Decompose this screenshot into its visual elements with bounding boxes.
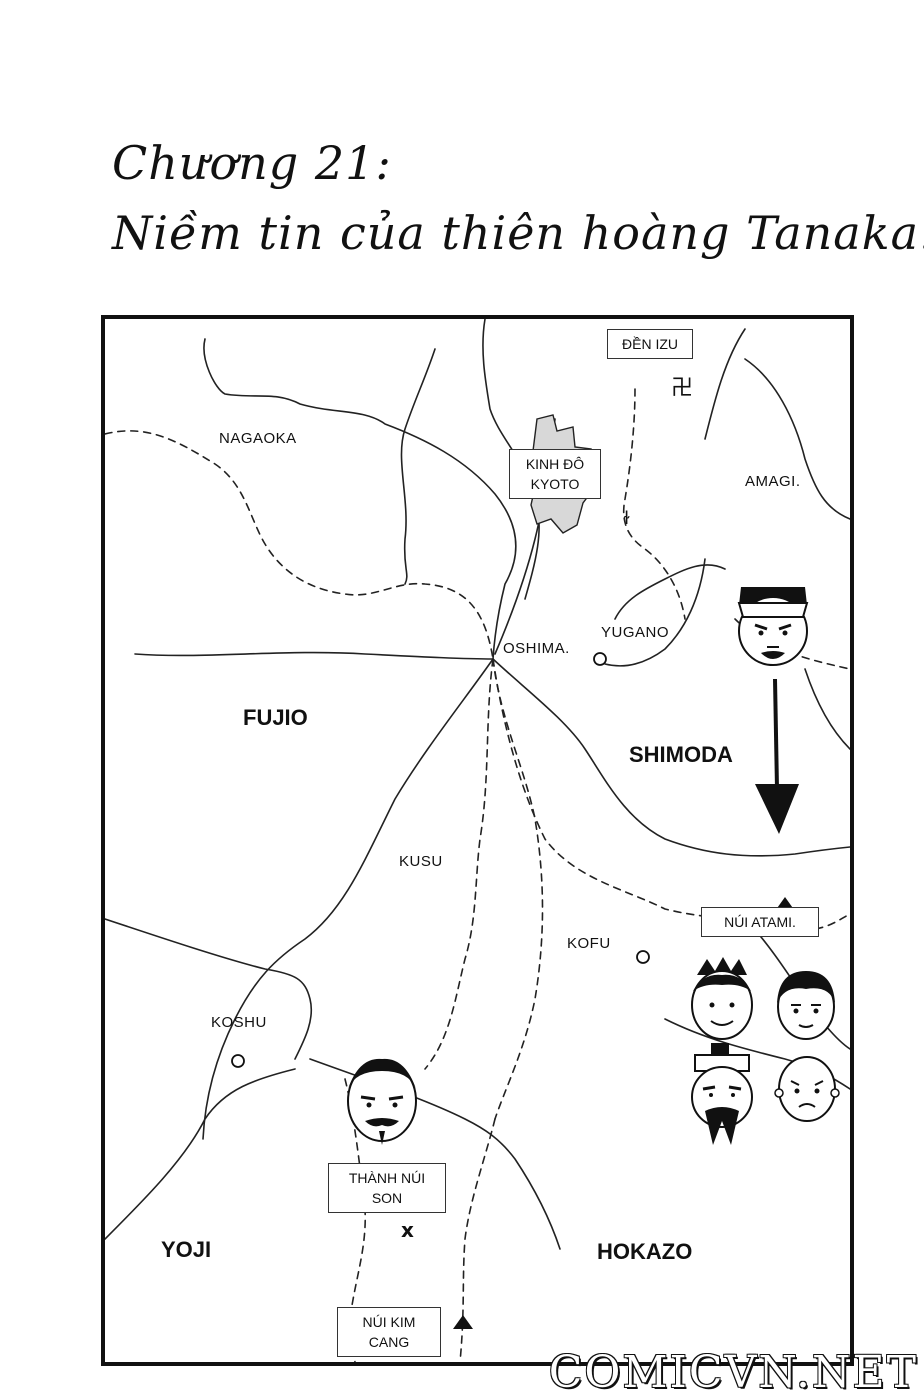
region-yoji: YOJI — [161, 1237, 212, 1262]
box-kim-cang-line2: CANG — [368, 1334, 410, 1350]
place-kofu: KOFU — [567, 935, 611, 952]
box-kim-cang-line1: NÚI KIM — [362, 1314, 416, 1330]
map: 卍 ɫ x FUJIO SHIMODA YOJI HOKAZO NAGAOKA … — [101, 315, 854, 1366]
place-oshima: OSHIMA. — [503, 640, 570, 657]
boundary-line — [105, 430, 494, 660]
temple-icon: 卍 — [671, 376, 693, 401]
boundary-line — [623, 388, 686, 620]
box-kyoto-line2: KYOTO — [530, 476, 580, 492]
road-line — [400, 348, 436, 585]
road-line — [203, 338, 517, 660]
town-circle-icon — [593, 652, 607, 666]
boundary-line — [492, 658, 850, 930]
box-den-izu-text: ĐỀN IZU — [622, 336, 678, 352]
watermark: COMICVN.NET — [548, 1347, 918, 1398]
map-lines: 卍 ɫ x — [105, 319, 850, 1362]
boundary-line — [459, 1118, 496, 1362]
battle-x-icon: x — [401, 1218, 414, 1242]
road-line — [134, 651, 494, 660]
character-face-emperor — [691, 1043, 753, 1145]
character-face-general — [737, 587, 809, 666]
region-shimoda: SHIMODA — [629, 742, 733, 767]
place-amagi: AMAGI. — [745, 473, 801, 490]
chapter-number: Chương 21: — [112, 136, 392, 190]
box-atami-text: NÚI ATAMI. — [724, 914, 796, 930]
place-koshu: KOSHU — [211, 1014, 267, 1031]
town-circle-icon — [231, 1054, 245, 1068]
boundary-line — [492, 658, 544, 1120]
mountain-icon — [453, 1315, 473, 1329]
road-line — [704, 328, 746, 440]
place-nagaoka: NAGAOKA — [219, 430, 297, 447]
chapter-title: Chương 21: Niềm tin của thiên hoàng Tana… — [112, 128, 924, 268]
crossing-mark-icon: ɫ — [623, 508, 630, 529]
region-hokazo: HOKAZO — [597, 1239, 693, 1264]
box-son-line1: THÀNH NÚI — [348, 1170, 426, 1186]
character-face-warrior — [347, 1058, 417, 1145]
road-line — [202, 658, 494, 1140]
road-line — [492, 658, 850, 857]
road-line — [744, 358, 850, 520]
place-yugano: YUGANO — [601, 624, 670, 641]
character-face-hero — [691, 957, 753, 1040]
boundary-line — [424, 658, 494, 1070]
road-line — [614, 564, 726, 620]
road-line — [105, 1068, 296, 1240]
town-circle-icon — [636, 950, 650, 964]
box-kyoto-line1: KINH ĐÔ — [525, 456, 585, 472]
box-kyoto: KINH ĐÔ KYOTO — [509, 449, 601, 499]
box-kim-cang: NÚI KIM CANG — [337, 1307, 441, 1357]
box-son: THÀNH NÚI SON — [328, 1163, 446, 1213]
character-face-girl — [777, 971, 835, 1040]
box-den-izu: ĐỀN IZU — [607, 329, 693, 359]
chapter-name: Niềm tin của thiên hoàng Tanaka. — [112, 206, 924, 260]
road-line — [604, 558, 706, 667]
region-fujio: FUJIO — [243, 705, 308, 730]
direction-arrow-icon — [755, 678, 799, 834]
road-line — [105, 918, 313, 1060]
box-son-line2: SON — [371, 1190, 403, 1206]
box-atami: NÚI ATAMI. — [701, 907, 819, 937]
character-face-monk — [774, 1056, 840, 1122]
road-line — [804, 668, 850, 750]
place-kusu: KUSU — [399, 853, 443, 870]
